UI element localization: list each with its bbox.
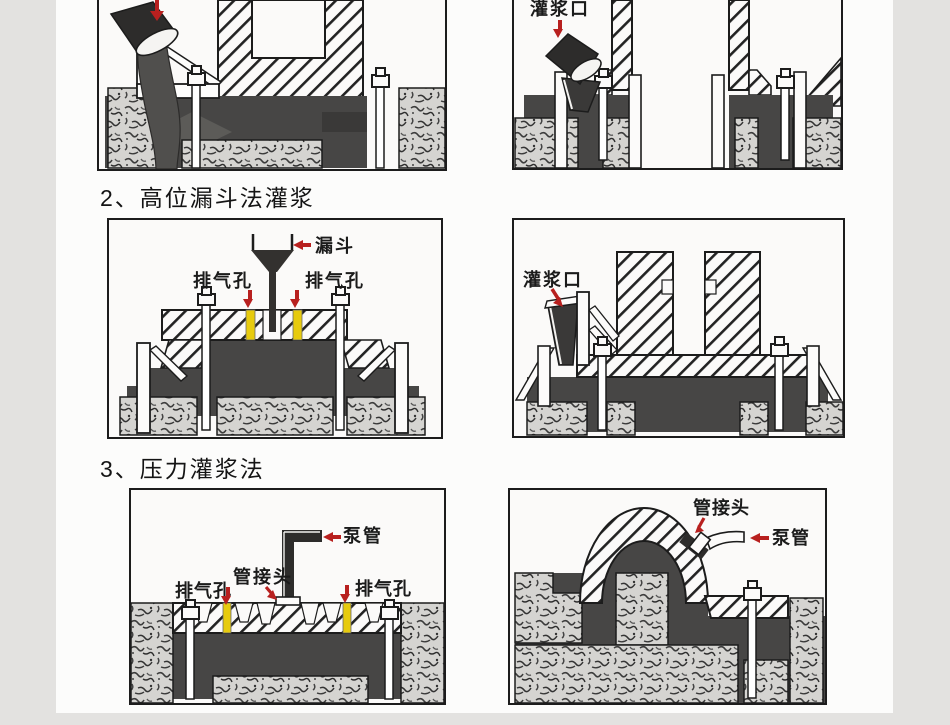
vent-hole-label: 排气孔 (305, 270, 365, 291)
grouting-port-label: 灌浆口 (523, 269, 583, 290)
arrow-left-icon (323, 532, 341, 542)
vent-hole-label: 排气孔 (193, 270, 253, 291)
arrow-down-icon (553, 20, 563, 38)
anchor-bolt (331, 286, 350, 431)
formwork-posts (554, 71, 807, 169)
panel-border (512, 0, 843, 170)
pump-pipe (679, 530, 745, 560)
dome-mold (578, 507, 789, 619)
pouring-ladle (544, 33, 602, 86)
panel-border (512, 218, 845, 438)
arrow-down-right-icon (264, 585, 277, 600)
vent-channel (292, 309, 303, 341)
funnel (251, 234, 294, 332)
formwork-posts (136, 342, 409, 434)
diagram-pressure-grouting-right: 管接头 泵管 (508, 488, 827, 705)
diagram-pressure-grouting-left: 泵管 管接头 排气孔 排气孔 (129, 488, 446, 705)
anchor-bolt (371, 67, 390, 169)
diagram-funnel-method-right: 灌浆口 (512, 218, 845, 438)
vent-channel (222, 602, 232, 634)
foundation-concrete (119, 396, 426, 436)
panel-border (107, 218, 443, 439)
panel-border (508, 488, 827, 705)
document-content-area: 灌浆口 (56, 0, 893, 713)
anchor-bolt (197, 286, 216, 431)
pipe-joint-flange (275, 596, 301, 606)
diagram-funnel-method-left: 排气孔 排气孔 漏斗 (107, 218, 443, 439)
arrow-down-icon (243, 290, 253, 308)
section-3-title: 3、压力灌浆法 (100, 456, 265, 482)
pipe-joint-fitting (687, 531, 712, 556)
diagram-ladle-pour-left (97, 0, 447, 171)
diagram-grout-port-right: 灌浆口 (512, 0, 843, 170)
section-2-title: 2、高位漏斗法灌浆 (100, 185, 315, 211)
anchor-bolt (770, 336, 789, 431)
machine-base-plate (172, 602, 402, 634)
anchor-bolt (380, 599, 399, 700)
vent-hole-label: 排气孔 (175, 580, 232, 601)
pump-pipe-label: 泵管 (772, 527, 810, 548)
arrow-down-icon (290, 290, 300, 308)
vent-channel (245, 309, 256, 341)
arrow-down-icon (221, 587, 231, 605)
machine-base-block (576, 251, 809, 378)
foundation-concrete (514, 572, 824, 704)
anchor-bolt (187, 65, 206, 169)
funnel-label: 漏斗 (315, 236, 355, 256)
grout-chute (561, 77, 602, 113)
pump-pipe-label: 泵管 (343, 525, 383, 546)
arrow-left-icon (750, 533, 769, 543)
anchor-bolt (181, 599, 200, 700)
vent-hole-label: 排气孔 (355, 578, 412, 599)
arrow-down-right-icon (550, 288, 563, 307)
foundation-concrete (107, 87, 446, 169)
anchor-bolt (743, 580, 762, 699)
foundation-concrete (526, 401, 844, 436)
arrow-down-left-icon (695, 517, 706, 533)
pump-pipe (282, 530, 322, 600)
machine-base-block (217, 0, 364, 103)
anchor-bolt (776, 68, 795, 161)
anchor-bolt (593, 336, 612, 431)
formwork-posts (514, 291, 843, 407)
grouting-port-label: 灌浆口 (530, 0, 590, 19)
pipe-joint-label: 管接头 (693, 497, 750, 518)
panel-border (97, 0, 447, 171)
panel-border (129, 488, 446, 705)
arrow-left-icon (293, 240, 311, 250)
pipe-joint-label: 管接头 (233, 566, 293, 587)
vent-channel (342, 602, 352, 634)
arrow-down-icon (340, 585, 350, 603)
arrow-down-icon (150, 0, 164, 21)
